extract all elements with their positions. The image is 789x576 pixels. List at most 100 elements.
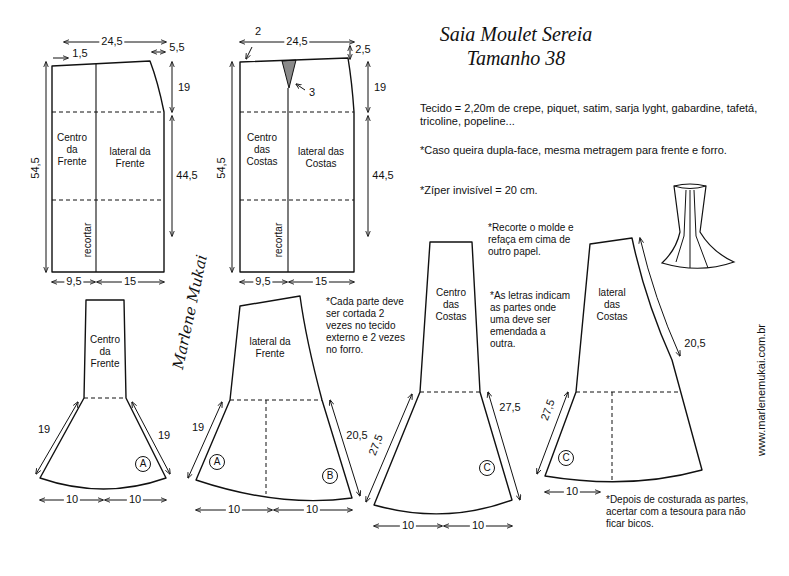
piece-outline	[545, 238, 702, 482]
dimension-value: 15	[122, 275, 138, 288]
piece-outline	[52, 61, 164, 272]
guide-line	[576, 392, 681, 393]
skirt-sketch	[674, 186, 706, 189]
note-text: *Zíper invisível = 20 cm.	[420, 184, 620, 197]
dimension-line	[366, 394, 412, 502]
dimension-line	[172, 116, 173, 236]
note-text: *Depois de costurada as partes, acertar …	[606, 494, 756, 530]
piece-name: Centro da Frente	[52, 132, 92, 168]
piece-name: lateral das Costas	[589, 287, 635, 323]
dimension-line	[368, 62, 369, 112]
pattern-piece: Centro das Costas lateral das Costas recor…	[236, 52, 358, 276]
guide-line	[266, 400, 267, 494]
dimension-line	[152, 52, 165, 53]
note-text: *Recorte o molde e refaça em cima de out…	[488, 222, 583, 258]
guide-line	[420, 392, 480, 393]
piece-name: recortar	[273, 223, 285, 257]
dimension-value: 1,5	[72, 47, 87, 60]
dimension-value: 10	[226, 503, 242, 516]
dimension-line	[46, 62, 47, 272]
dimension-line	[368, 116, 369, 236]
piece-outline-layer	[36, 296, 170, 500]
dimension-value: 19	[192, 421, 204, 434]
pattern-title: Saia Moulet Sereia Tamanho 38	[414, 22, 618, 70]
cut-line	[287, 88, 288, 272]
dimension-value: 10	[304, 503, 320, 516]
dimension-value: 9,5	[64, 275, 83, 288]
note-text: *Caso queira dupla-face, mesma metragem …	[420, 144, 750, 157]
dimension-line	[53, 58, 68, 59]
dimension-line	[132, 402, 170, 474]
signature: Marlene Mukai	[169, 253, 211, 371]
piece-name: recortar	[82, 223, 94, 257]
seam-letter: C	[479, 460, 495, 476]
dimension-value: 10	[400, 519, 416, 532]
guide-line	[52, 112, 164, 113]
piece-outline	[374, 242, 512, 514]
dimension-line	[330, 400, 360, 496]
dimension-value: 20,5	[346, 429, 367, 442]
note-text: *As letras indicam as partes onde uma de…	[490, 290, 572, 350]
seam-letter: C	[558, 450, 574, 466]
dimension-line	[172, 62, 173, 112]
dimension-value: 9,5	[253, 275, 272, 288]
dimension-value: 19	[158, 429, 170, 442]
guide-line	[240, 200, 354, 201]
dimension-line	[488, 392, 520, 500]
piece-name: lateral da Frente	[243, 336, 297, 360]
guide-line	[52, 200, 164, 201]
dimension-value: 10	[127, 493, 143, 506]
guide-line	[230, 400, 322, 401]
dimension-value: 2,5	[355, 43, 370, 56]
piece-outline-layer	[370, 238, 516, 526]
dimension-value: 27,5	[366, 433, 386, 458]
pattern-piece: lateral das CostasC	[541, 234, 706, 488]
piece-name: Centro da Frente	[86, 334, 124, 370]
dimension-value: 19	[374, 81, 386, 94]
pattern-piece: Centro das CostasC	[370, 238, 516, 526]
dimension-value: 54,5	[29, 157, 42, 178]
dimension-value: 44,5	[372, 169, 393, 182]
dimension-line	[246, 47, 252, 59]
guide-line	[84, 398, 126, 399]
watermark: www.marlenemukai.com.br	[755, 324, 768, 456]
dimension-value: 20,5	[684, 337, 705, 350]
dart-mark	[282, 60, 296, 88]
skirt-pleat	[690, 190, 691, 268]
dimension-line	[640, 238, 680, 356]
piece-name: Centro das Costas	[240, 132, 284, 168]
skirt-pleat	[694, 190, 708, 268]
dimension-value: 54,5	[215, 157, 228, 178]
seam-letter: B	[322, 468, 338, 484]
dimension-line	[36, 402, 78, 474]
guide-line	[240, 112, 354, 113]
dimension-value: 10	[564, 485, 580, 498]
piece-name: Centro das Costas	[431, 287, 471, 323]
seam-letter: A	[209, 454, 225, 470]
dimension-value: 2	[255, 25, 261, 38]
guide-line	[612, 392, 613, 481]
dimension-value: 5,5	[169, 41, 184, 54]
dimension-value: 10	[470, 519, 486, 532]
piece-outline	[40, 300, 166, 489]
piece-outline	[240, 58, 354, 272]
dimension-value: 27,5	[538, 398, 558, 423]
piece-name: lateral das Costas	[291, 146, 351, 170]
leader-line	[296, 84, 305, 90]
dimension-value: 44,5	[176, 169, 197, 182]
note-text: Tecido = 2,20m de crepe, piquet, satim, …	[420, 102, 772, 128]
dimension-line	[232, 62, 233, 272]
piece-name: lateral da Frente	[100, 146, 160, 170]
dimension-value: 19	[178, 81, 190, 94]
seam-letter: A	[135, 456, 151, 472]
dimension-value: 19	[38, 423, 50, 436]
note-text: *Cada parte deve ser cortada 2 vezes no …	[326, 296, 412, 356]
dimension-value: 10	[64, 493, 80, 506]
dimension-value: 27,5	[499, 401, 520, 414]
skirt-sketch	[662, 184, 734, 268]
cut-line	[95, 64, 96, 272]
dimension-value: 15	[313, 275, 329, 288]
